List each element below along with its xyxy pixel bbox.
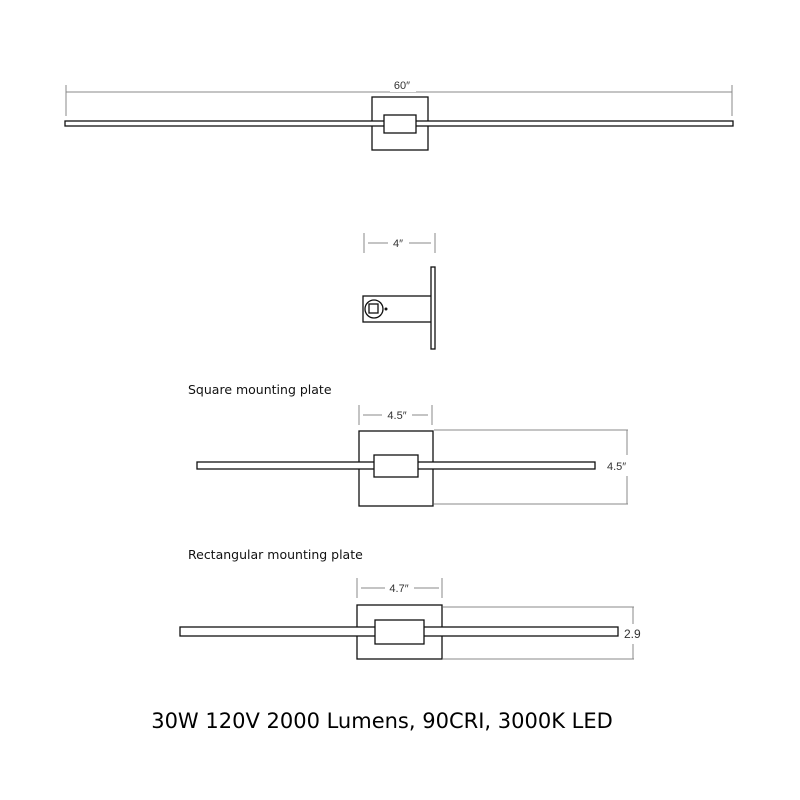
wall-plate	[430, 266, 436, 350]
section-title: Rectangular mounting plate	[188, 547, 363, 562]
driver-housing	[383, 114, 417, 134]
specs-caption: 30W 120V 2000 Lumens, 90CRI, 3000K LED	[151, 709, 613, 733]
depth-dimension: 4″	[393, 238, 403, 250]
width-dimension: 4.7″	[389, 583, 408, 595]
side-view: 4″	[362, 233, 436, 350]
front-view: 60″	[64, 78, 734, 151]
driver-housing	[374, 619, 425, 645]
driver-housing	[373, 454, 419, 478]
width-dimension: 60″	[394, 80, 410, 92]
height-dimension: 2.9	[624, 627, 641, 641]
rect-plate-view: Rectangular mounting plate 4.7″ 2.9	[179, 547, 641, 660]
height-dimension: 4.5″	[607, 461, 626, 473]
square-plate-view: Square mounting plate 4.5″ 4.5″	[188, 382, 628, 507]
width-dimension: 4.5″	[387, 410, 406, 422]
section-title: Square mounting plate	[188, 382, 332, 397]
